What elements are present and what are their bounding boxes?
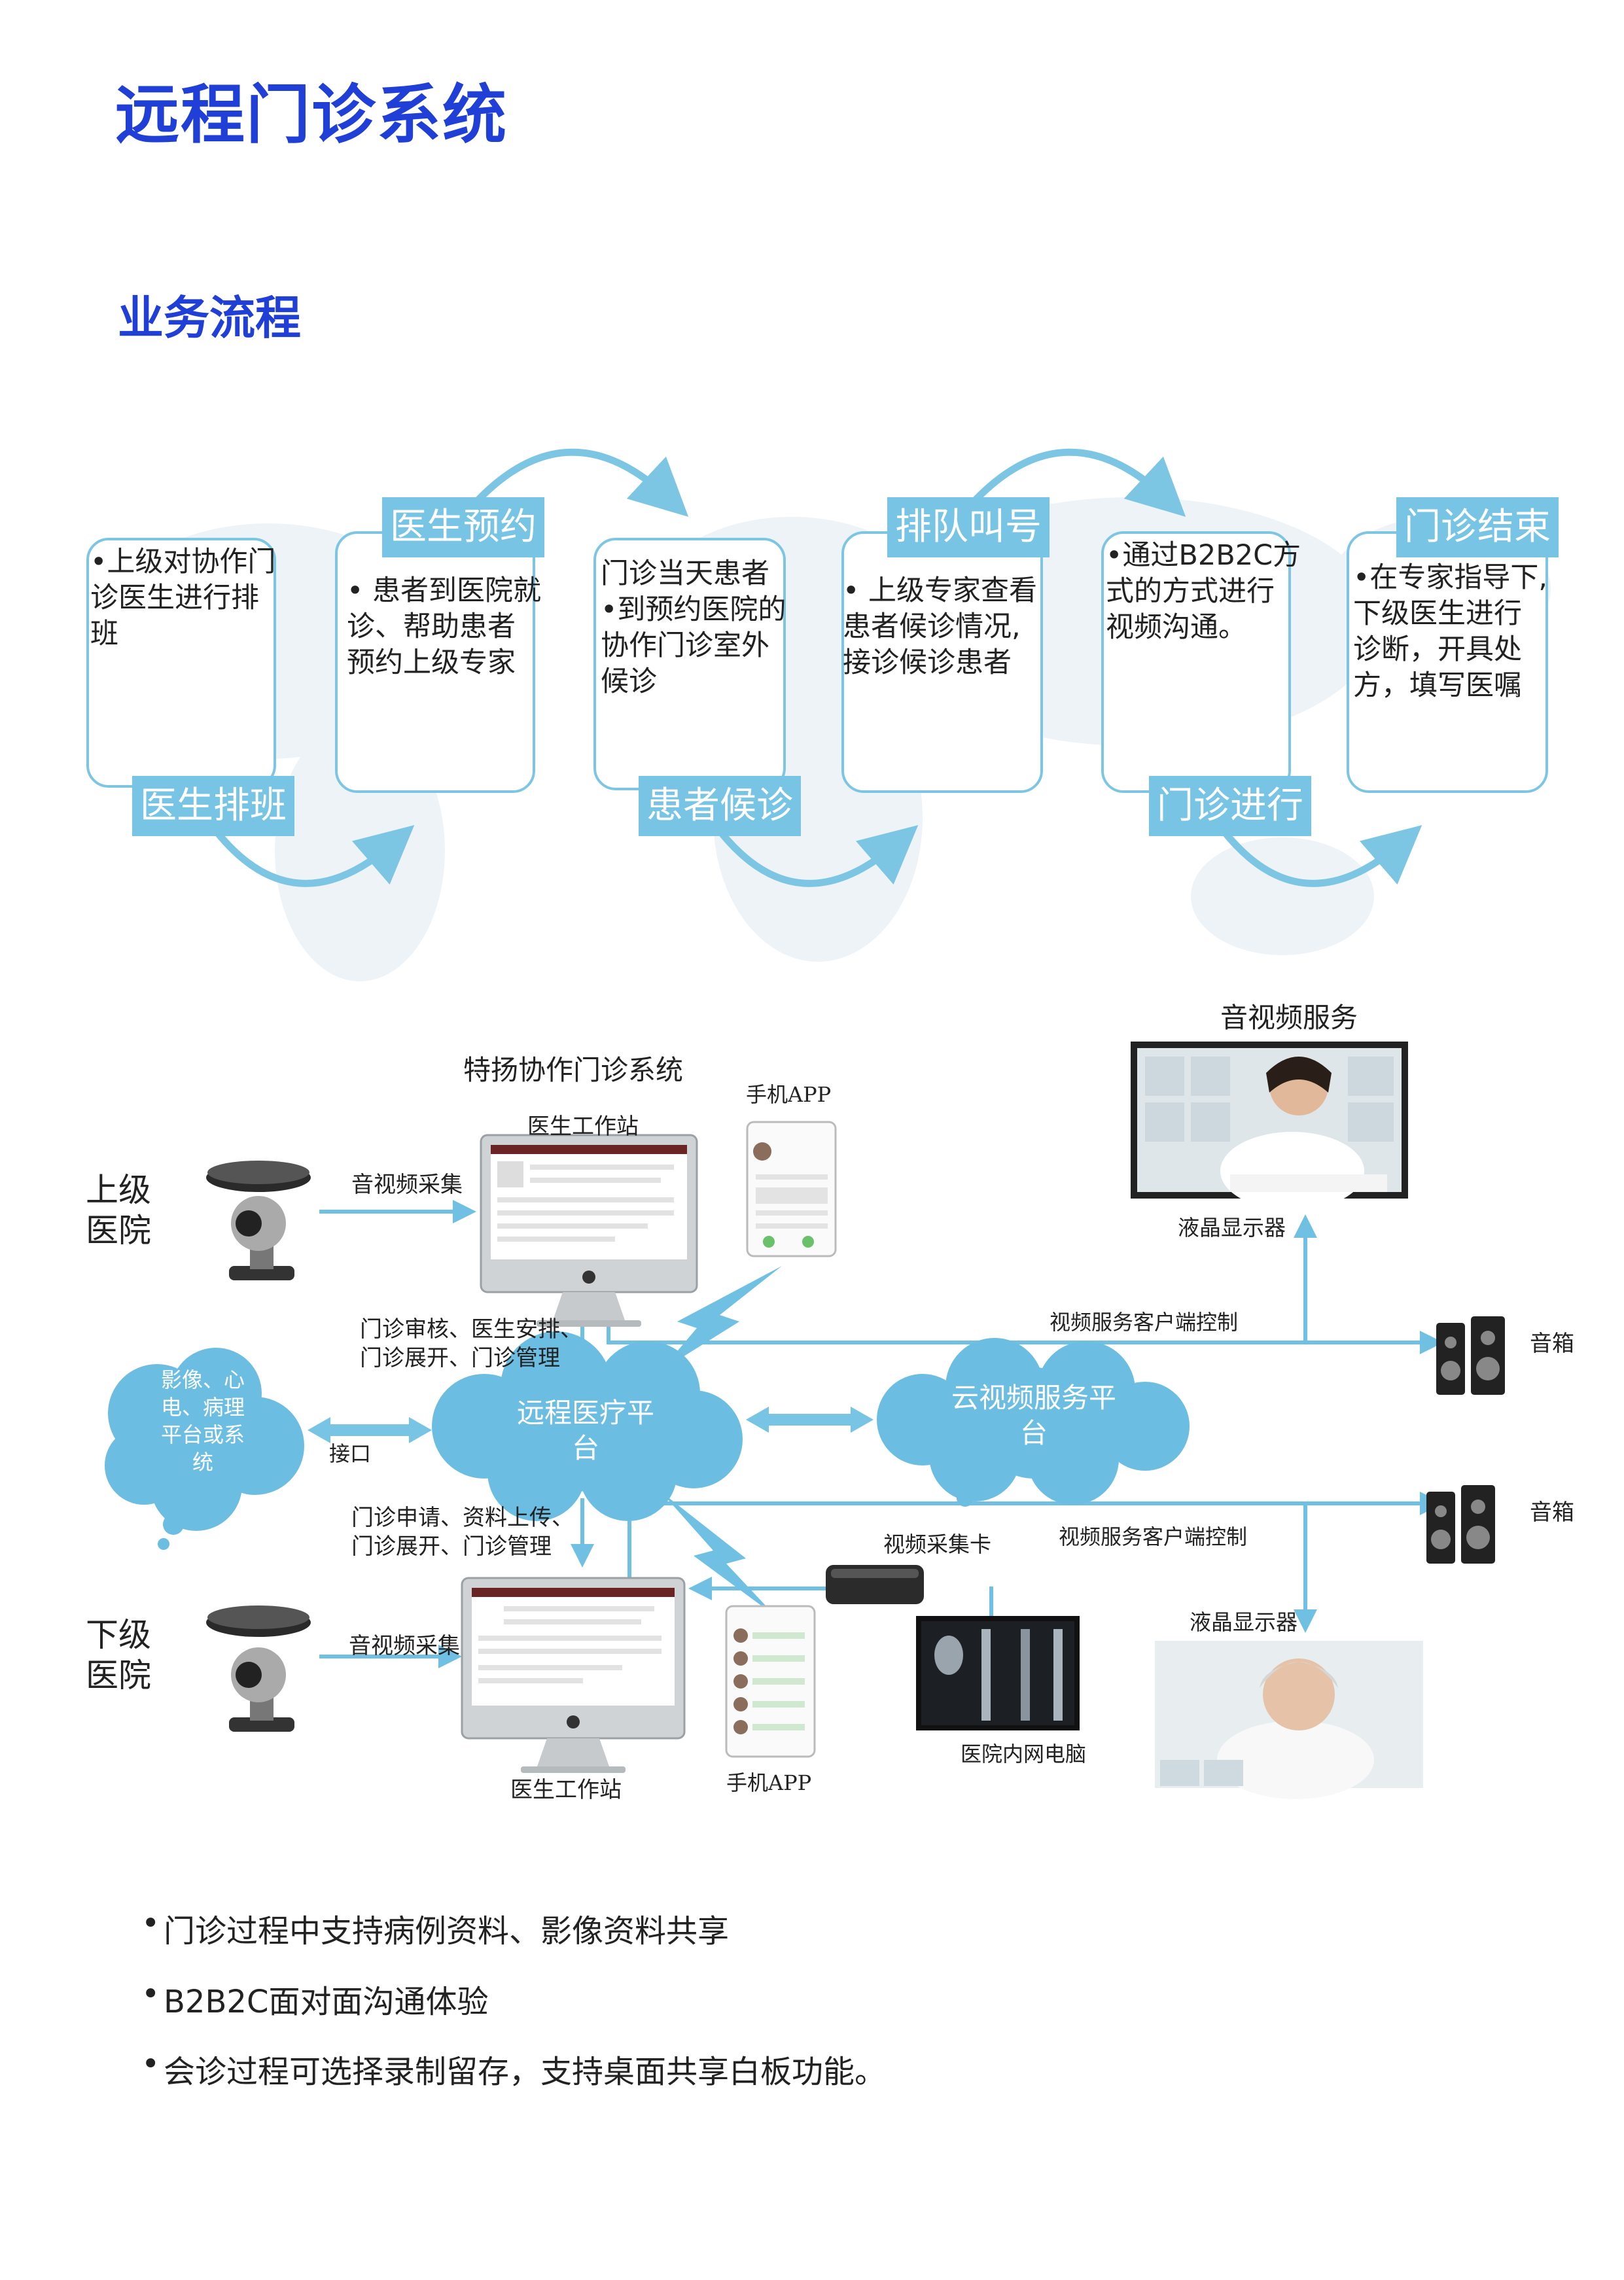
mobile-app-upper-icon: [746, 1121, 837, 1257]
flow-step-6-text: •在专家指导下, 下级医生进行 诊断，开具处 方，填写医嘱: [1353, 561, 1548, 702]
intranet-pc-display: [916, 1616, 1080, 1730]
upper-functions-label: 门诊审核、医生安排、 门诊展开、门诊管理: [360, 1316, 582, 1371]
feature-item-3: 会诊过程可选择录制留存，支持桌面共享白板功能。: [141, 2046, 886, 2092]
flow-step-1-card: [86, 538, 276, 788]
video-control-lower-label: 视频服务客户端控制: [1059, 1524, 1248, 1549]
workstation-lower-monitor: [461, 1577, 686, 1773]
platform-cloud-label: 远程医疗平 台: [516, 1397, 654, 1464]
lcd-upper-display: [1131, 1042, 1408, 1210]
platform-cloud: [432, 1331, 743, 1521]
flow-step-1-text: •上级对协作门 诊医生进行排 班: [90, 546, 276, 650]
imaging-cloud: [105, 1348, 304, 1550]
flow-step-5-text: •通过B2B2C方 式的方式进行 视频沟通。: [1106, 539, 1301, 644]
lcd-lower-display: [1155, 1641, 1423, 1799]
wireless-lower-icon: [661, 1492, 775, 1616]
speaker-upper-label: 音箱: [1530, 1331, 1574, 1357]
cloud-link-arrow: [746, 1407, 874, 1433]
intranet-pc-label: 医院内网电脑: [961, 1742, 1087, 1766]
arrow-5-6: [1220, 825, 1422, 887]
speaker-lower-label: 音箱: [1530, 1500, 1574, 1526]
cloud-video-cloud: [877, 1338, 1190, 1507]
arrow-3-4: [716, 825, 919, 887]
wireless-upper-icon: [661, 1266, 782, 1371]
capture-card-icon: [826, 1565, 924, 1604]
imaging-cloud-label: 影像、心 电、病理 平台或系 统: [160, 1367, 245, 1475]
conference-mic-lower-icon: [206, 1605, 311, 1637]
arrow-2-3: [474, 448, 689, 517]
flow-step-3-label: 患者候诊: [639, 776, 801, 836]
workstation-upper-monitor: [480, 1134, 698, 1327]
lcd-upper-label: 液晶显示器: [1178, 1215, 1286, 1240]
cloud-video-label: 云视频服务平 台: [951, 1382, 1116, 1449]
interface-label: 接口: [329, 1441, 372, 1466]
speaker-lower-icon: [1426, 1485, 1495, 1564]
feature-item-2: B2B2C面对面沟通体验: [141, 1976, 489, 2022]
capture-card-label: 视频采集卡: [883, 1532, 991, 1557]
av-capture-lower-label: 音视频采集: [349, 1633, 460, 1659]
workstation-upper-label: 医生工作站: [527, 1114, 639, 1140]
architecture-diagram: [105, 1042, 1505, 1799]
line-video-control-lower: [627, 1492, 1443, 1583]
upper-hospital-label: 上级 医院: [86, 1171, 151, 1250]
system-title: 特扬协作门诊系统: [463, 1054, 684, 1086]
lower-hospital-label: 下级 医院: [86, 1616, 151, 1694]
flow-step-5-card: [1101, 531, 1291, 793]
flow-step-4-card: [841, 531, 1043, 793]
feature-item-1: 门诊过程中支持病例资料、影像资料共享: [141, 1905, 729, 1951]
av-capture-upper-label: 音视频采集: [351, 1172, 463, 1198]
speaker-upper-icon: [1436, 1316, 1505, 1395]
av-service-label: 音视频服务: [1220, 1002, 1358, 1034]
page-title: 远程门诊系统: [115, 78, 508, 152]
flow-step-6-label: 门诊结束: [1396, 497, 1559, 557]
mobile-app-upper-label: 手机APP: [746, 1082, 832, 1107]
flow-step-2-label: 医生预约: [382, 497, 544, 557]
interface-arrow: [308, 1417, 432, 1443]
ptz-camera-lower-icon: [229, 1647, 294, 1732]
mobile-app-lower-label: 手机APP: [726, 1770, 812, 1795]
flow-step-3-text: 门诊当天患者 •到预约医院的 协作门诊室外 候诊: [601, 557, 786, 698]
flow-step-2-text: • 患者到医院就 诊、帮助患者 预约上级专家: [347, 574, 542, 679]
flow-arrows: [212, 448, 1422, 887]
video-control-upper-label: 视频服务客户端控制: [1050, 1310, 1239, 1335]
section-title: 业务流程: [118, 291, 301, 345]
ptz-camera-upper-icon: [229, 1196, 294, 1280]
arrow-1-2: [212, 825, 415, 887]
flow-step-4-text: • 上级专家查看 患者候诊情况, 接诊候诊患者: [843, 574, 1038, 679]
flow-step-1-label: 医生排班: [132, 776, 294, 836]
conference-mic-upper-icon: [206, 1161, 311, 1192]
lower-functions-label: 门诊申请、资料上传、 门诊展开、门诊管理: [351, 1505, 574, 1560]
lcd-lower-label: 液晶显示器: [1190, 1609, 1297, 1635]
arrow-4-5: [971, 448, 1186, 517]
flow-step-5-label: 门诊进行: [1149, 776, 1311, 836]
workstation-lower-label: 医生工作站: [510, 1777, 622, 1803]
mobile-app-lower-icon: [725, 1605, 816, 1758]
line-video-control-upper: [607, 1269, 1443, 1354]
flow-step-4-label: 排队叫号: [887, 497, 1050, 557]
